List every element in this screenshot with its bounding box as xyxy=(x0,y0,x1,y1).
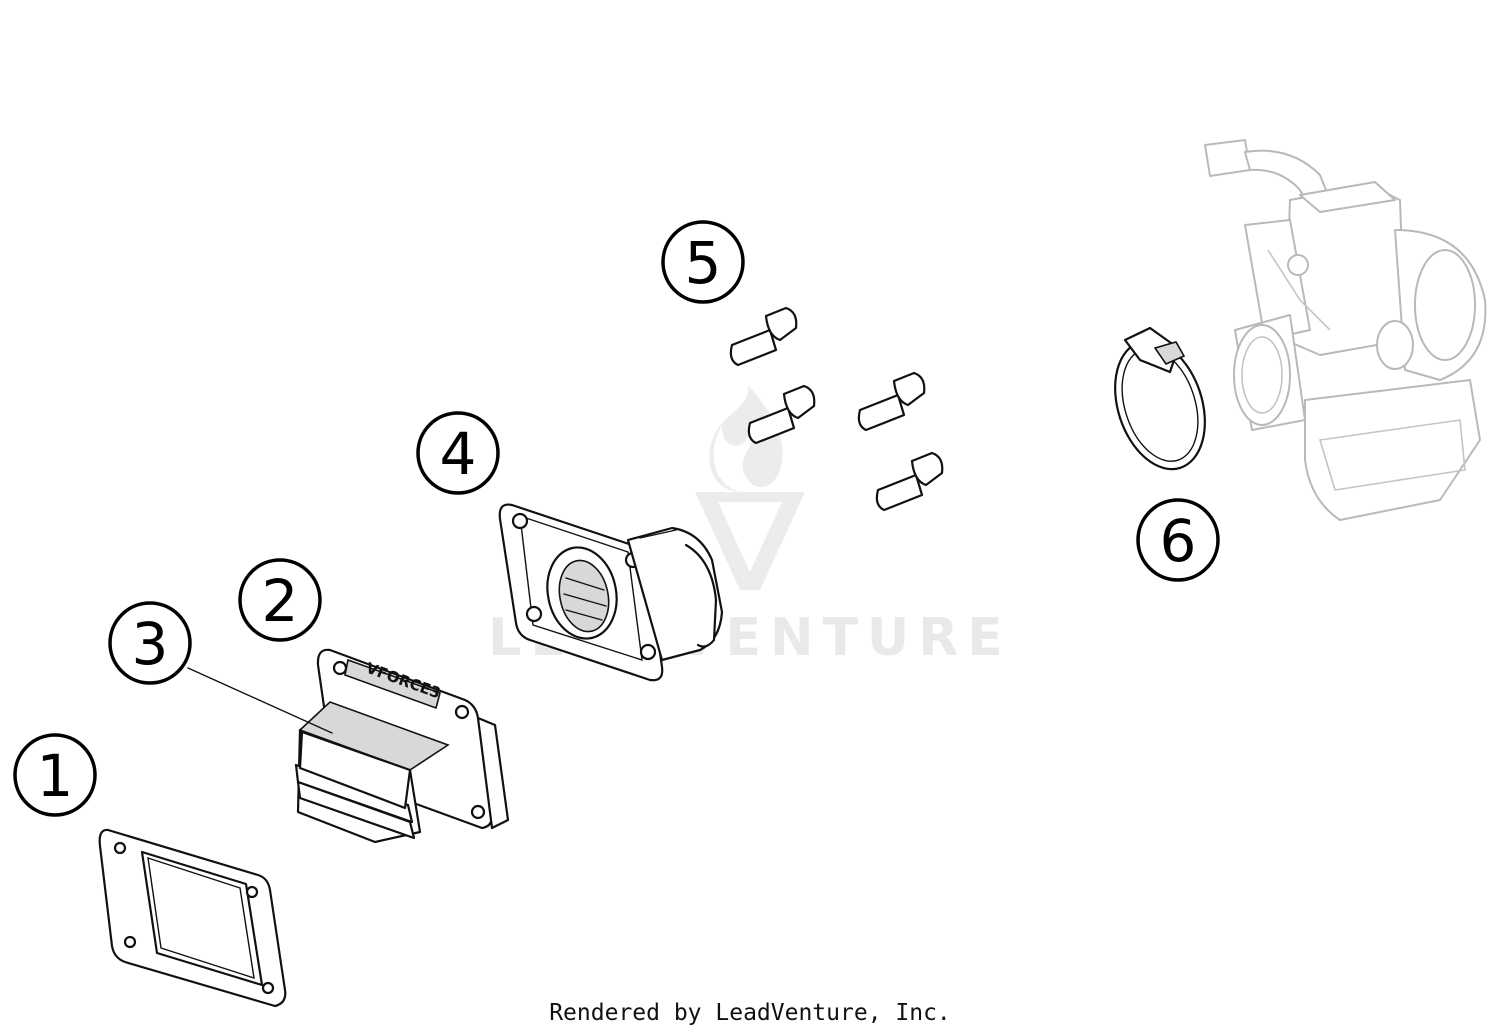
callout-4: 4 xyxy=(416,411,500,495)
hose-clamp xyxy=(1114,326,1206,471)
callout-6-label: 6 xyxy=(1160,507,1197,575)
bolt xyxy=(857,371,926,432)
reed-block: VFORCE3 xyxy=(294,648,510,844)
flame-icon xyxy=(709,385,783,492)
carburetor-reference xyxy=(1204,139,1487,521)
callout-3: 3 xyxy=(108,601,192,685)
callout-4-label: 4 xyxy=(440,420,477,488)
callout-2-label: 2 xyxy=(262,567,299,635)
callout-3-leader-line xyxy=(187,667,333,734)
v-mark-icon xyxy=(695,492,805,590)
callout-2: 2 xyxy=(238,558,322,642)
bolt xyxy=(875,451,944,512)
callout-6: 6 xyxy=(1136,498,1220,582)
bolt xyxy=(729,306,798,367)
gasket xyxy=(98,828,287,1008)
footer-credit: Rendered by LeadVenture, Inc. xyxy=(549,1000,951,1026)
callout-5-label: 5 xyxy=(685,229,722,297)
bolt xyxy=(747,384,816,445)
callout-1: 1 xyxy=(13,733,97,817)
bolt-set xyxy=(729,306,944,512)
intake-manifold xyxy=(498,503,724,682)
callout-3-label: 3 xyxy=(132,610,169,678)
callout-5: 5 xyxy=(661,220,745,304)
callout-1-label: 1 xyxy=(37,742,74,810)
